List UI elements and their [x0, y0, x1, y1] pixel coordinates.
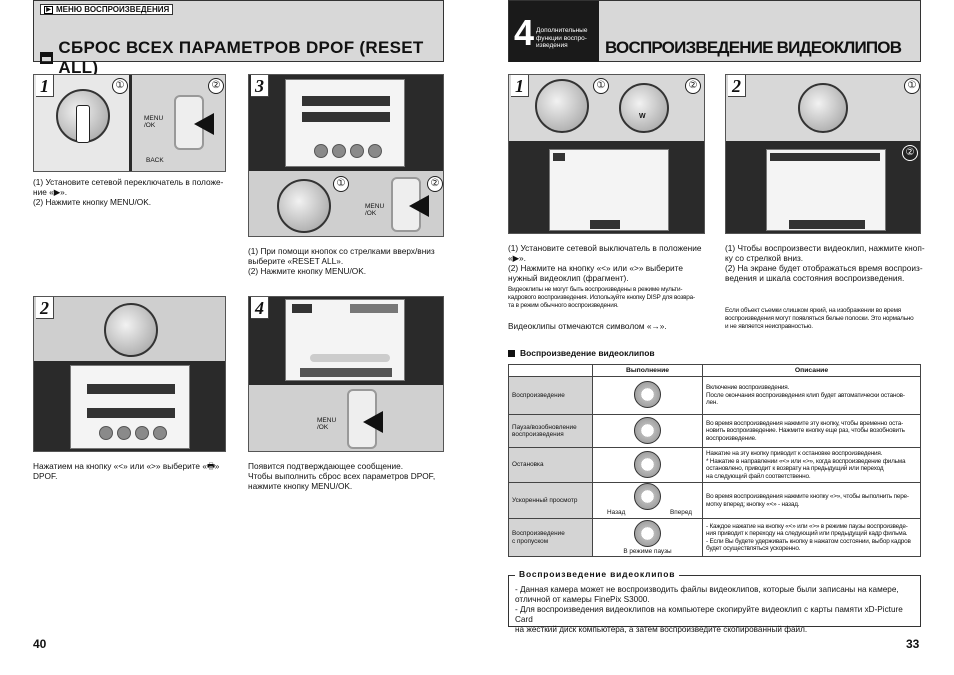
step-number: 2 [36, 297, 54, 319]
table-row: Пауза/возобновление воспроизведения Во в… [508, 414, 921, 448]
step2-text: Нажатием на кнопку «<» или «>» выберите … [33, 461, 220, 481]
power-switch-dial [535, 79, 589, 133]
control-pad-icon [634, 519, 661, 547]
play-icon: ▶ [44, 5, 53, 14]
lcd-screen [766, 149, 886, 231]
pause-mode-label: В режиме паузы [623, 548, 672, 555]
step-number: 3 [251, 75, 269, 97]
table-section-title: Воспроизведение видеоклипов [508, 348, 655, 358]
step-callout-1: ① [333, 176, 349, 192]
video-notes-box: Воспроизведение видеоклипов - Данная кам… [508, 569, 921, 634]
forward-label: Вперед [670, 509, 692, 516]
video-mark-text: Видеоклипы отмечаются символом «→». [508, 321, 667, 331]
mode-switch [76, 105, 90, 143]
table-row: Остановка Нажатие на эту кнопку приводит… [508, 447, 921, 483]
step-callout-2: ② [427, 176, 443, 192]
box-text: - Данная камера может не воспроизводить … [515, 585, 903, 634]
playback-menu-label: ▶ МЕНЮ ВОСПРОИЗВЕДЕНИЯ [40, 4, 174, 15]
page-title: ВОСПРОИЗВЕДЕНИЕ ВИДЕОКЛИПОВ [605, 38, 902, 57]
step3-figure: 3 ① ② MENU /OK [248, 74, 444, 237]
step-number: 1 [511, 75, 529, 97]
step3-text: (1) При помощи кнопок со стрелками вверх… [248, 246, 435, 276]
four-way-controller [619, 83, 669, 133]
right-page-number: 33 [906, 637, 920, 651]
menu-icons [314, 144, 382, 158]
four-way-controller [104, 303, 158, 357]
chapter-badge: 4 Дополнительные функции воспро- изведен… [509, 1, 599, 62]
back-label: Назад [607, 509, 626, 516]
step-number: 4 [251, 297, 269, 319]
video-step1-note: Видеоклипы не могут быть воспроизведены … [508, 286, 695, 309]
lcd-screen [70, 365, 190, 449]
box-title: Воспроизведение видеоклипов [515, 569, 680, 579]
step-callout-2: ② [902, 145, 918, 161]
step4-figure: 4 MENU /OK [248, 296, 444, 452]
step-callout-1: ① [904, 78, 920, 94]
back-label: BACK [146, 157, 164, 164]
left-header: ▶ МЕНЮ ВОСПРОИЗВЕДЕНИЯ СБРОС ВСЕХ ПАРАМЕ… [33, 0, 444, 77]
step-callout-1: ① [112, 78, 128, 94]
left-page-number: 40 [33, 637, 47, 651]
lcd-screen [285, 299, 405, 381]
w-label: W [639, 113, 646, 120]
video-step2-figure: 2 ① ② [725, 74, 921, 234]
step1-figure: 1 ① ② MENU /OK BACK [33, 74, 226, 172]
menu-ok-label: MENU /OK [144, 115, 164, 129]
step-number: 2 [728, 75, 746, 97]
four-way-controller [798, 83, 848, 133]
table-header: Выполнение [592, 364, 703, 377]
pointer-hand-icon [363, 411, 383, 433]
step2-figure: 2 [33, 296, 226, 452]
step4-text: Появится подтверждающее сообщение. Чтобы… [248, 461, 436, 491]
menu-icons [99, 426, 167, 440]
step-number: 1 [36, 75, 54, 97]
control-pad-icon [634, 450, 661, 478]
control-pad-icon [634, 416, 661, 444]
menu-ok-label: MENU /OK [317, 417, 337, 431]
table-header: Описание [702, 364, 921, 377]
right-header: 4 Дополнительные функции воспро- изведен… [508, 0, 921, 62]
print-icon [40, 52, 54, 64]
page-title: СБРОС ВСЕХ ПАРАМЕТРОВ DPOF (RESET ALL) [40, 38, 443, 78]
video-step1-text: (1) Установите сетевой выключатель в пол… [508, 243, 702, 283]
control-pad-icon [634, 483, 661, 510]
video-step2-note: Если объект съемки слишком яркий, на изо… [725, 307, 914, 330]
table-header [508, 364, 593, 377]
playback-operations-table: Выполнение Описание Воспроизведение Вклю… [508, 364, 921, 557]
table-row: Воспроизведение Включение воспроизведени… [508, 376, 921, 415]
pointer-hand-icon [194, 113, 214, 135]
video-step1-figure: 1 ① W ② [508, 74, 705, 234]
lcd-screen [285, 79, 405, 167]
pointer-hand-icon [409, 195, 429, 217]
four-way-controller [277, 179, 331, 233]
step1-text: (1) Установите сетевой переключатель в п… [33, 177, 224, 207]
table-row: Ускоренный просмотр Назад Вперед Во врем… [508, 482, 921, 519]
table-row: Воспроизведение с пропуском В режиме пау… [508, 518, 921, 557]
step-callout-2: ② [208, 78, 224, 94]
lcd-screen [549, 149, 669, 231]
menu-ok-label: MENU /OK [365, 203, 385, 217]
step-callout-2: ② [685, 78, 701, 94]
step-callout-1: ① [593, 78, 609, 94]
control-pad-icon [634, 381, 661, 408]
video-step2-text: (1) Чтобы воспроизвести видеоклип, нажми… [725, 243, 925, 283]
